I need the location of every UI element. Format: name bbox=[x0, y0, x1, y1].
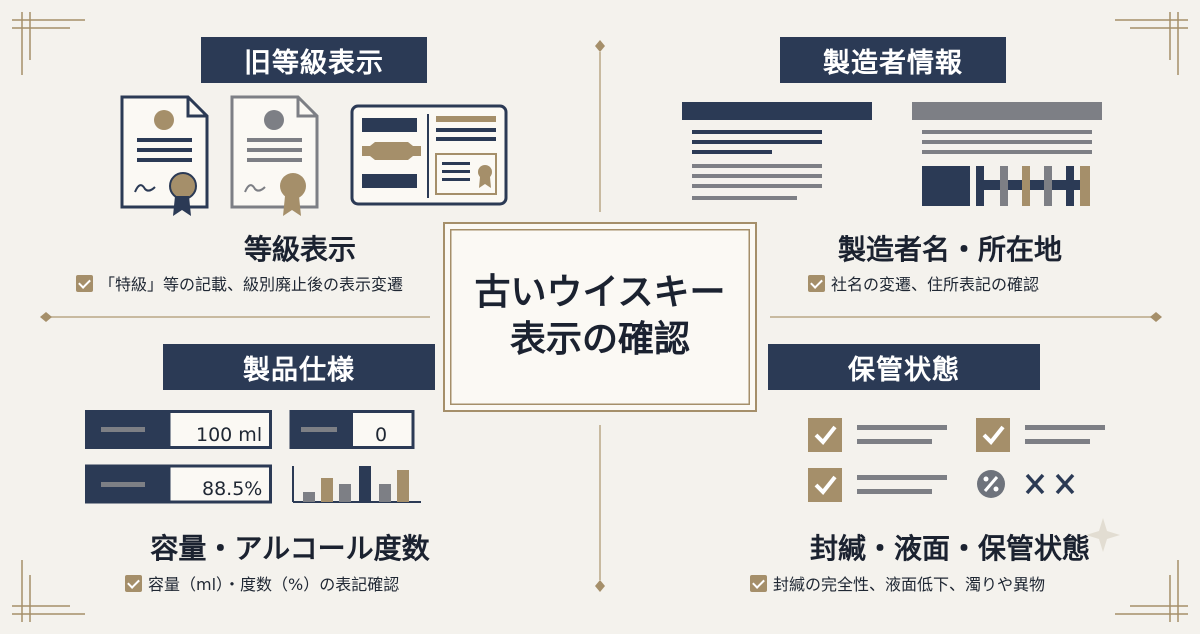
maker-title: 製造者名・所在地 bbox=[837, 233, 1062, 266]
small-field bbox=[289, 410, 415, 449]
certificate-icon bbox=[120, 95, 209, 216]
checkbox-icon bbox=[808, 418, 842, 452]
label-icon bbox=[350, 104, 508, 206]
storage-illustrations bbox=[808, 418, 1105, 502]
maker-caption: 社名の変遷、住所表記の確認 bbox=[808, 271, 1039, 295]
maker-illustrations bbox=[682, 102, 1102, 206]
storage-header: 保管状態 bbox=[768, 344, 1040, 390]
grade-title: 等級表示 bbox=[243, 233, 356, 266]
spec-title: 容量・アルコール度数 bbox=[150, 532, 430, 565]
storage-title: 封緘・液面・保管状態 bbox=[809, 532, 1090, 565]
abv-field bbox=[85, 464, 272, 504]
spec-caption: 容量（ml）・度数（%）の表記確認 bbox=[125, 571, 399, 595]
document-icon bbox=[682, 102, 872, 200]
checkbox-icon bbox=[808, 274, 825, 292]
grade-illustrations bbox=[120, 95, 508, 216]
small-value: 0 bbox=[375, 424, 388, 446]
spec-header: 製品仕様 bbox=[163, 344, 435, 390]
percent-icon bbox=[977, 470, 1005, 498]
storage-caption: 封緘の完全性、液面低下、濁りや異物 bbox=[750, 571, 1045, 595]
maker-caption-text: 社名の変遷、住所表記の確認 bbox=[831, 275, 1040, 294]
center-title-box: 古いウイスキー 表示の確認 bbox=[443, 222, 757, 412]
grade-header: 旧等級表示 bbox=[201, 37, 427, 83]
document-icon bbox=[912, 102, 1102, 206]
grade-caption: 「特級」等の記載、級別廃止後の表示変遷 bbox=[76, 271, 403, 295]
cross-icon bbox=[1025, 473, 1075, 495]
checkbox-icon bbox=[976, 418, 1010, 452]
abv-value: 88.5% bbox=[202, 478, 263, 500]
checkbox-icon bbox=[750, 574, 767, 592]
checkbox-icon bbox=[808, 468, 842, 502]
spec-illustrations bbox=[85, 410, 421, 504]
volume-field bbox=[85, 410, 272, 449]
spec-caption-text: 容量（ml）・度数（%）の表記確認 bbox=[148, 575, 400, 594]
checkbox-icon bbox=[125, 574, 142, 592]
checkbox-icon bbox=[76, 274, 93, 292]
volume-value: 100 ml bbox=[196, 424, 263, 446]
center-title-line2: 表示の確認 bbox=[509, 319, 690, 360]
bar-chart-icon bbox=[292, 466, 421, 503]
maker-header: 製造者情報 bbox=[780, 37, 1006, 83]
center-title-line1: 古いウイスキー bbox=[474, 272, 726, 314]
storage-caption-text: 封緘の完全性、液面低下、濁りや異物 bbox=[773, 575, 1046, 594]
grade-caption-text: 「特級」等の記載、級別廃止後の表示変遷 bbox=[99, 275, 404, 294]
certificate-icon bbox=[230, 95, 319, 216]
